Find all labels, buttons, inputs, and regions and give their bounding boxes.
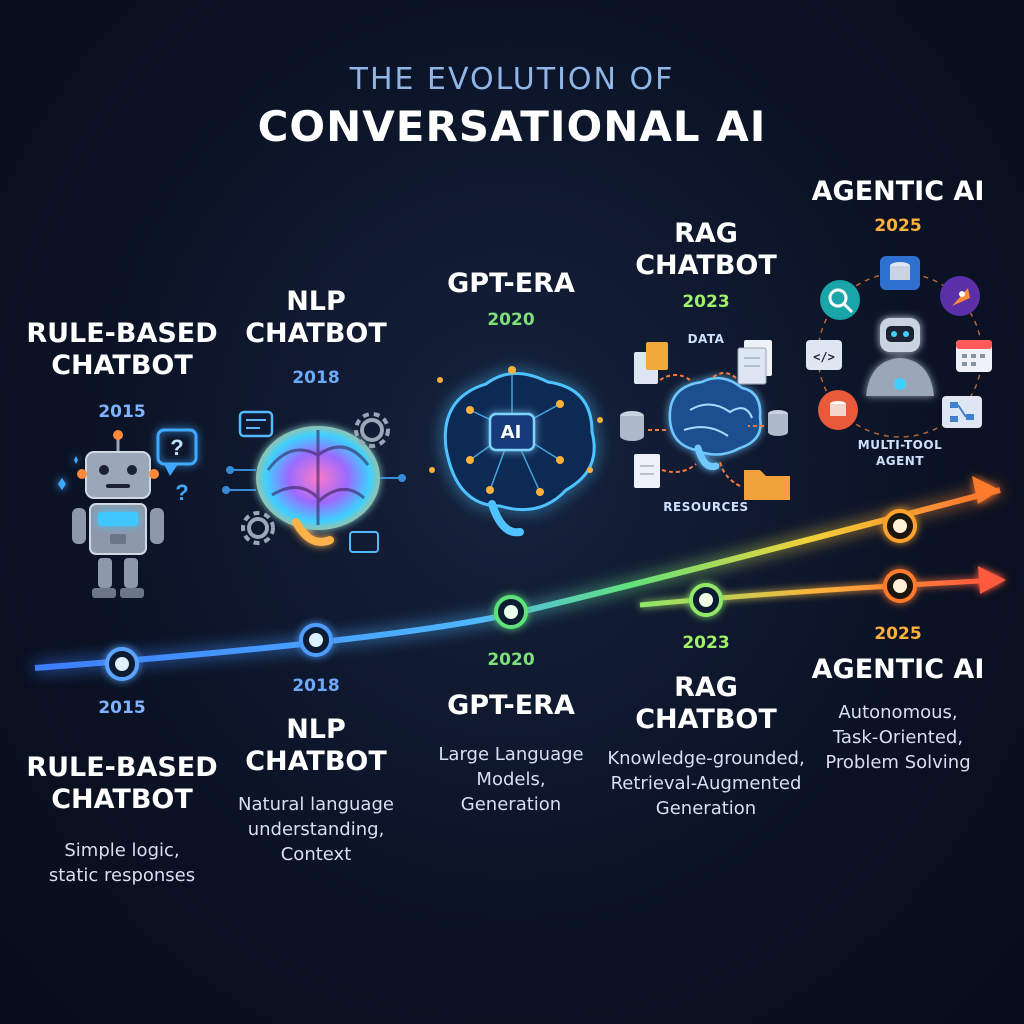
node-2018 — [299, 623, 333, 657]
stage-top-gpt: GPT-ERA 2020 — [447, 268, 575, 330]
agent-robot-icon — [866, 318, 934, 396]
stage-top-agentic: AGENTIC AI 2025 — [812, 176, 985, 236]
node-2015 — [105, 647, 139, 681]
code-icon: </> — [806, 340, 842, 370]
stage-top-year: 2020 — [487, 310, 535, 330]
stage-year-2015: 2015 — [98, 698, 146, 718]
svg-text:</>: </> — [813, 350, 835, 364]
rag-arrows — [648, 372, 764, 487]
translate-icon — [349, 531, 379, 553]
gear-icon — [241, 511, 275, 545]
agent-label: MULTI-TOOL AGENT — [858, 437, 942, 469]
stage-bottom-name: AGENTIC AI — [811, 654, 985, 685]
stage-description: Simple logic,static responses — [48, 840, 196, 886]
timeline-line — [34, 487, 1001, 671]
rag-data-label: DATA — [687, 332, 725, 346]
database-icon — [620, 411, 644, 441]
stage-bottom-agentic: AGENTIC AI Autonomous,Task-Oriented,Prob… — [812, 654, 985, 775]
timeline-branch-line — [639, 577, 1001, 608]
node-2023 — [689, 583, 723, 617]
rag-resources-label: RESOURCES — [663, 500, 749, 514]
rocket-icon — [940, 276, 980, 316]
folder-icon — [744, 470, 790, 500]
gpt-brain-icon — [429, 366, 603, 537]
search-icon — [820, 280, 860, 320]
sparkle-icon — [58, 456, 78, 490]
stage-bottom-name: GPT-ERA — [447, 690, 575, 721]
gear-icon — [354, 412, 390, 448]
arrow-lower — [978, 566, 1006, 594]
stage-description: Autonomous,Task-Oriented,Problem Solving — [825, 702, 971, 773]
stage-year-2018: 2018 — [292, 676, 340, 696]
workflow-icon — [942, 396, 982, 428]
circuit-lines-icon — [222, 466, 406, 494]
nlp-brain-icon — [256, 426, 380, 546]
node-2020 — [494, 595, 528, 629]
node-2025-upper — [883, 509, 917, 543]
title-line-1: THE EVOLUTION OF — [349, 62, 675, 97]
document-stack-icon — [737, 340, 772, 385]
robot-icon — [72, 430, 164, 598]
speech-bubble-icon: ? ? — [156, 428, 198, 505]
database-icon — [768, 410, 788, 436]
node-2025-lower — [883, 569, 917, 603]
database-icon — [880, 256, 920, 290]
svg-text:?: ? — [175, 480, 188, 505]
document-icon — [634, 342, 668, 384]
database-icon — [818, 390, 858, 430]
rag-brain-icon — [668, 376, 762, 471]
stage-top-year: 2015 — [98, 402, 146, 422]
stage-top-name: AGENTIC AI — [811, 176, 985, 207]
chat-icon — [238, 410, 274, 438]
file-icon — [634, 454, 660, 488]
agent-label-line-1: MULTI-TOOL — [857, 438, 943, 452]
stage-top-name: GPT-ERA — [447, 268, 575, 299]
title-line-2: CONVERSATIONAL AI — [257, 102, 767, 151]
stage-top-year: 2025 — [874, 216, 922, 236]
stage-top-year: 2018 — [292, 368, 340, 388]
svg-text:?: ? — [170, 435, 183, 460]
agent-label-line-2: AGENT — [875, 454, 925, 468]
stage-year-2023: 2023 — [682, 633, 730, 653]
stage-top-year: 2023 — [682, 292, 730, 312]
arrow-upper — [972, 476, 1000, 504]
gpt-ai-badge: AI — [500, 422, 522, 443]
stage-year-2020: 2020 — [487, 650, 535, 670]
stage-year-2025: 2025 — [874, 624, 922, 644]
calendar-icon — [956, 340, 992, 372]
